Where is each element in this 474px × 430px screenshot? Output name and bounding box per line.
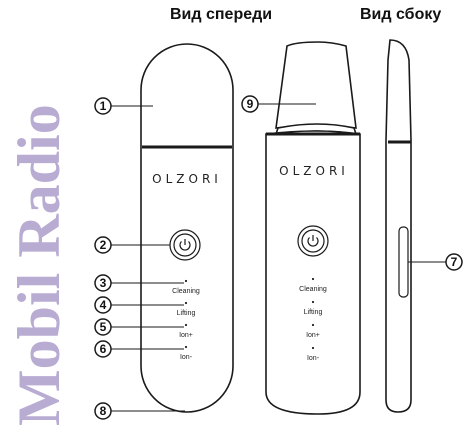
power-button-inner <box>173 233 197 257</box>
front-body-outline <box>140 43 234 413</box>
front-mode-label: Ion+ <box>179 332 193 339</box>
blade-device: OLZORI Cleaning Lifting Ion+ Ion- <box>265 41 361 415</box>
callout-number: 1 <box>100 99 107 113</box>
front-mode-list: Cleaning Lifting Ion+ Ion- <box>172 279 200 361</box>
mode-indicator-dot <box>184 323 188 327</box>
mode-indicator-dot <box>311 323 315 327</box>
callout-badge <box>94 402 112 420</box>
callout-badge <box>445 253 463 271</box>
callout-badge <box>241 95 259 113</box>
blade-brand-logo: OLZORI <box>279 164 349 178</box>
callout-badge <box>94 97 112 115</box>
power-button-ring <box>297 225 329 257</box>
side-view-title: Вид сбоку <box>360 6 442 23</box>
front-power-button[interactable] <box>169 229 201 261</box>
side-device <box>385 39 412 413</box>
callout-badge <box>94 274 112 292</box>
mode-indicator-dot <box>184 279 188 283</box>
front-brand-logo: OLZORI <box>152 172 222 186</box>
callout-number: 7 <box>451 255 458 269</box>
power-button-inner <box>301 229 325 253</box>
front-mode-label: Ion- <box>180 354 193 361</box>
mode-indicator-dot <box>311 277 315 281</box>
callout-6: 6 <box>94 340 184 358</box>
callout-number: 2 <box>100 238 107 252</box>
power-icon <box>307 237 319 247</box>
power-icon <box>179 241 191 251</box>
callout-4: 4 <box>94 296 184 314</box>
mode-indicator-dot <box>311 346 315 350</box>
callout-badge <box>94 340 112 358</box>
mode-indicator-dot <box>184 301 188 305</box>
callout-number: 9 <box>247 97 254 111</box>
watermark: Mobil Radio <box>6 104 72 426</box>
front-mode-label: Cleaning <box>172 288 200 295</box>
callout-5: 5 <box>94 318 184 336</box>
spatula-blade-outline <box>275 41 357 129</box>
callout-9: 9 <box>241 95 316 113</box>
callout-3: 3 <box>94 274 184 292</box>
front-view-title: Вид спереди <box>170 6 273 23</box>
blade-mode-label: Lifting <box>304 309 323 316</box>
blade-mode-label: Ion+ <box>306 332 320 339</box>
callout-number: 8 <box>100 404 107 418</box>
callout-number: 6 <box>100 342 107 356</box>
callout-1: 1 <box>94 97 153 115</box>
mode-indicator-dot <box>311 300 315 304</box>
mode-indicator-dot <box>184 345 188 349</box>
watermark-text: Mobil Radio <box>6 104 72 426</box>
blade-body-outline <box>265 130 361 415</box>
front-mode-label: Lifting <box>177 310 196 317</box>
callout-badge <box>94 318 112 336</box>
blade-mode-label: Cleaning <box>299 286 327 293</box>
front-device: OLZORI Cleaning Lifting Ion+ Ion- <box>140 43 234 413</box>
callout-badge <box>94 236 112 254</box>
callout-2: 2 <box>94 236 170 254</box>
callout-number: 3 <box>100 276 107 290</box>
callout-number: 5 <box>100 320 107 334</box>
callout-7: 7 <box>408 253 463 271</box>
callout-number: 4 <box>100 298 107 312</box>
callout-badge <box>94 296 112 314</box>
blade-mode-list: Cleaning Lifting Ion+ Ion- <box>299 277 327 362</box>
blade-power-button[interactable] <box>297 225 329 257</box>
callout-8: 8 <box>94 402 185 420</box>
blade-mode-label: Ion- <box>307 355 320 362</box>
side-body-outline <box>385 39 412 413</box>
